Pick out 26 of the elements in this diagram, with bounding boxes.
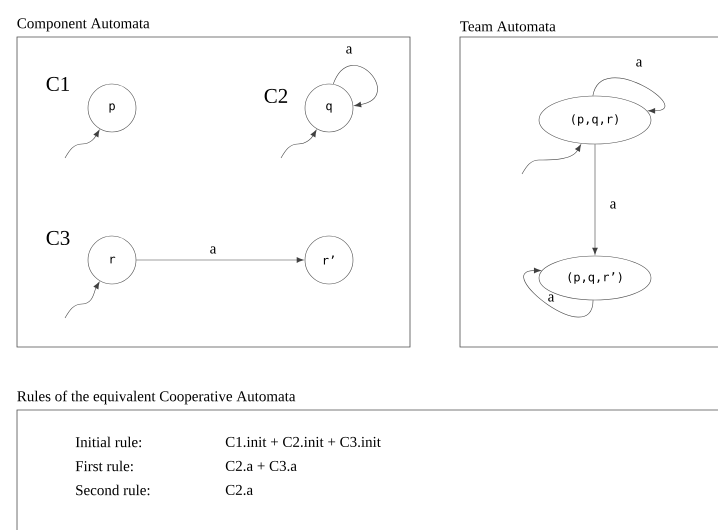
- rule-text: C2.a: [226, 484, 253, 496]
- rule-text: First rule:: [76, 460, 133, 472]
- automaton-name: C2: [264, 88, 288, 104]
- edge-label: a: [548, 294, 554, 302]
- transition-arrow: [136, 257, 304, 263]
- node-label: Team Automata: [460, 21, 556, 32]
- edge-label: a: [346, 46, 352, 54]
- loop-arrow: [592, 78, 666, 114]
- loop-arrow: [523, 268, 594, 318]
- automaton-name: C3: [46, 230, 70, 246]
- edge-label: a: [210, 246, 216, 254]
- automaton-name: C1: [46, 76, 69, 92]
- node-label: Rules of the equivalent Cooperative Automata: [17, 390, 296, 404]
- rule-text: C2.a + C3.a: [226, 460, 297, 472]
- rule-text: Second rule:: [76, 484, 150, 496]
- initial-arrow: [64, 282, 100, 318]
- edge-label: a: [636, 59, 642, 67]
- rule-text: Initial rule:: [76, 436, 142, 448]
- loop-arrow: [332, 65, 378, 108]
- rule-text: C1.init + C2.init + C3.init: [226, 436, 381, 448]
- initial-arrow: [280, 130, 317, 158]
- edge-label: a: [610, 201, 616, 209]
- initial-arrow: [64, 130, 100, 158]
- node-label: Component Automata: [17, 18, 150, 32]
- initial-arrow: [522, 144, 582, 174]
- transition-arrow: [592, 144, 598, 255]
